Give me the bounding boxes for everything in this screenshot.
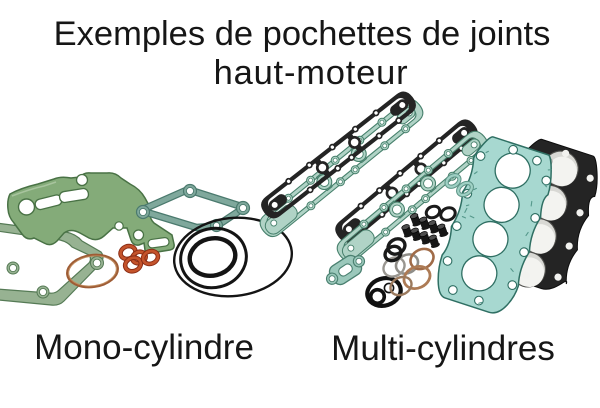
valve-stem-seal — [419, 231, 431, 245]
figure-title-line1: Exemples de pochettes de joints — [53, 15, 551, 53]
mono-copper-ring — [66, 253, 119, 289]
label-multi-cylindres: Multi-cylindres — [331, 328, 555, 368]
valve-stem-seals — [401, 213, 449, 248]
black-orings — [383, 204, 457, 263]
valve-stem-seal — [409, 213, 422, 227]
valve-cover-gasket-green-2 — [336, 130, 489, 263]
valve-stem-seal — [427, 220, 440, 234]
head-gasket-teal — [437, 136, 552, 314]
valve-stem-seal — [436, 223, 449, 237]
figure-title-line2: haut-moteur — [213, 54, 409, 92]
valve-stem-seal — [410, 227, 422, 241]
mono-black-orings — [172, 216, 294, 298]
mono-red-orings — [118, 243, 161, 274]
small-rect-gasket — [325, 254, 366, 286]
valve-stem-seal — [428, 234, 440, 248]
oil-seal-rings — [365, 276, 403, 308]
mono-cylinder-gasket-set — [0, 172, 294, 306]
label-mono-cylindre: Mono-cylindre — [34, 328, 254, 367]
metal-sealing-rings — [382, 247, 435, 297]
valve-stem-seal — [401, 224, 413, 238]
multi-cylinder-gasket-set — [259, 91, 598, 314]
valve-stem-seal — [418, 216, 431, 230]
small-teal-orings — [444, 173, 474, 198]
valve-cover-gasket-black-1 — [261, 91, 416, 219]
